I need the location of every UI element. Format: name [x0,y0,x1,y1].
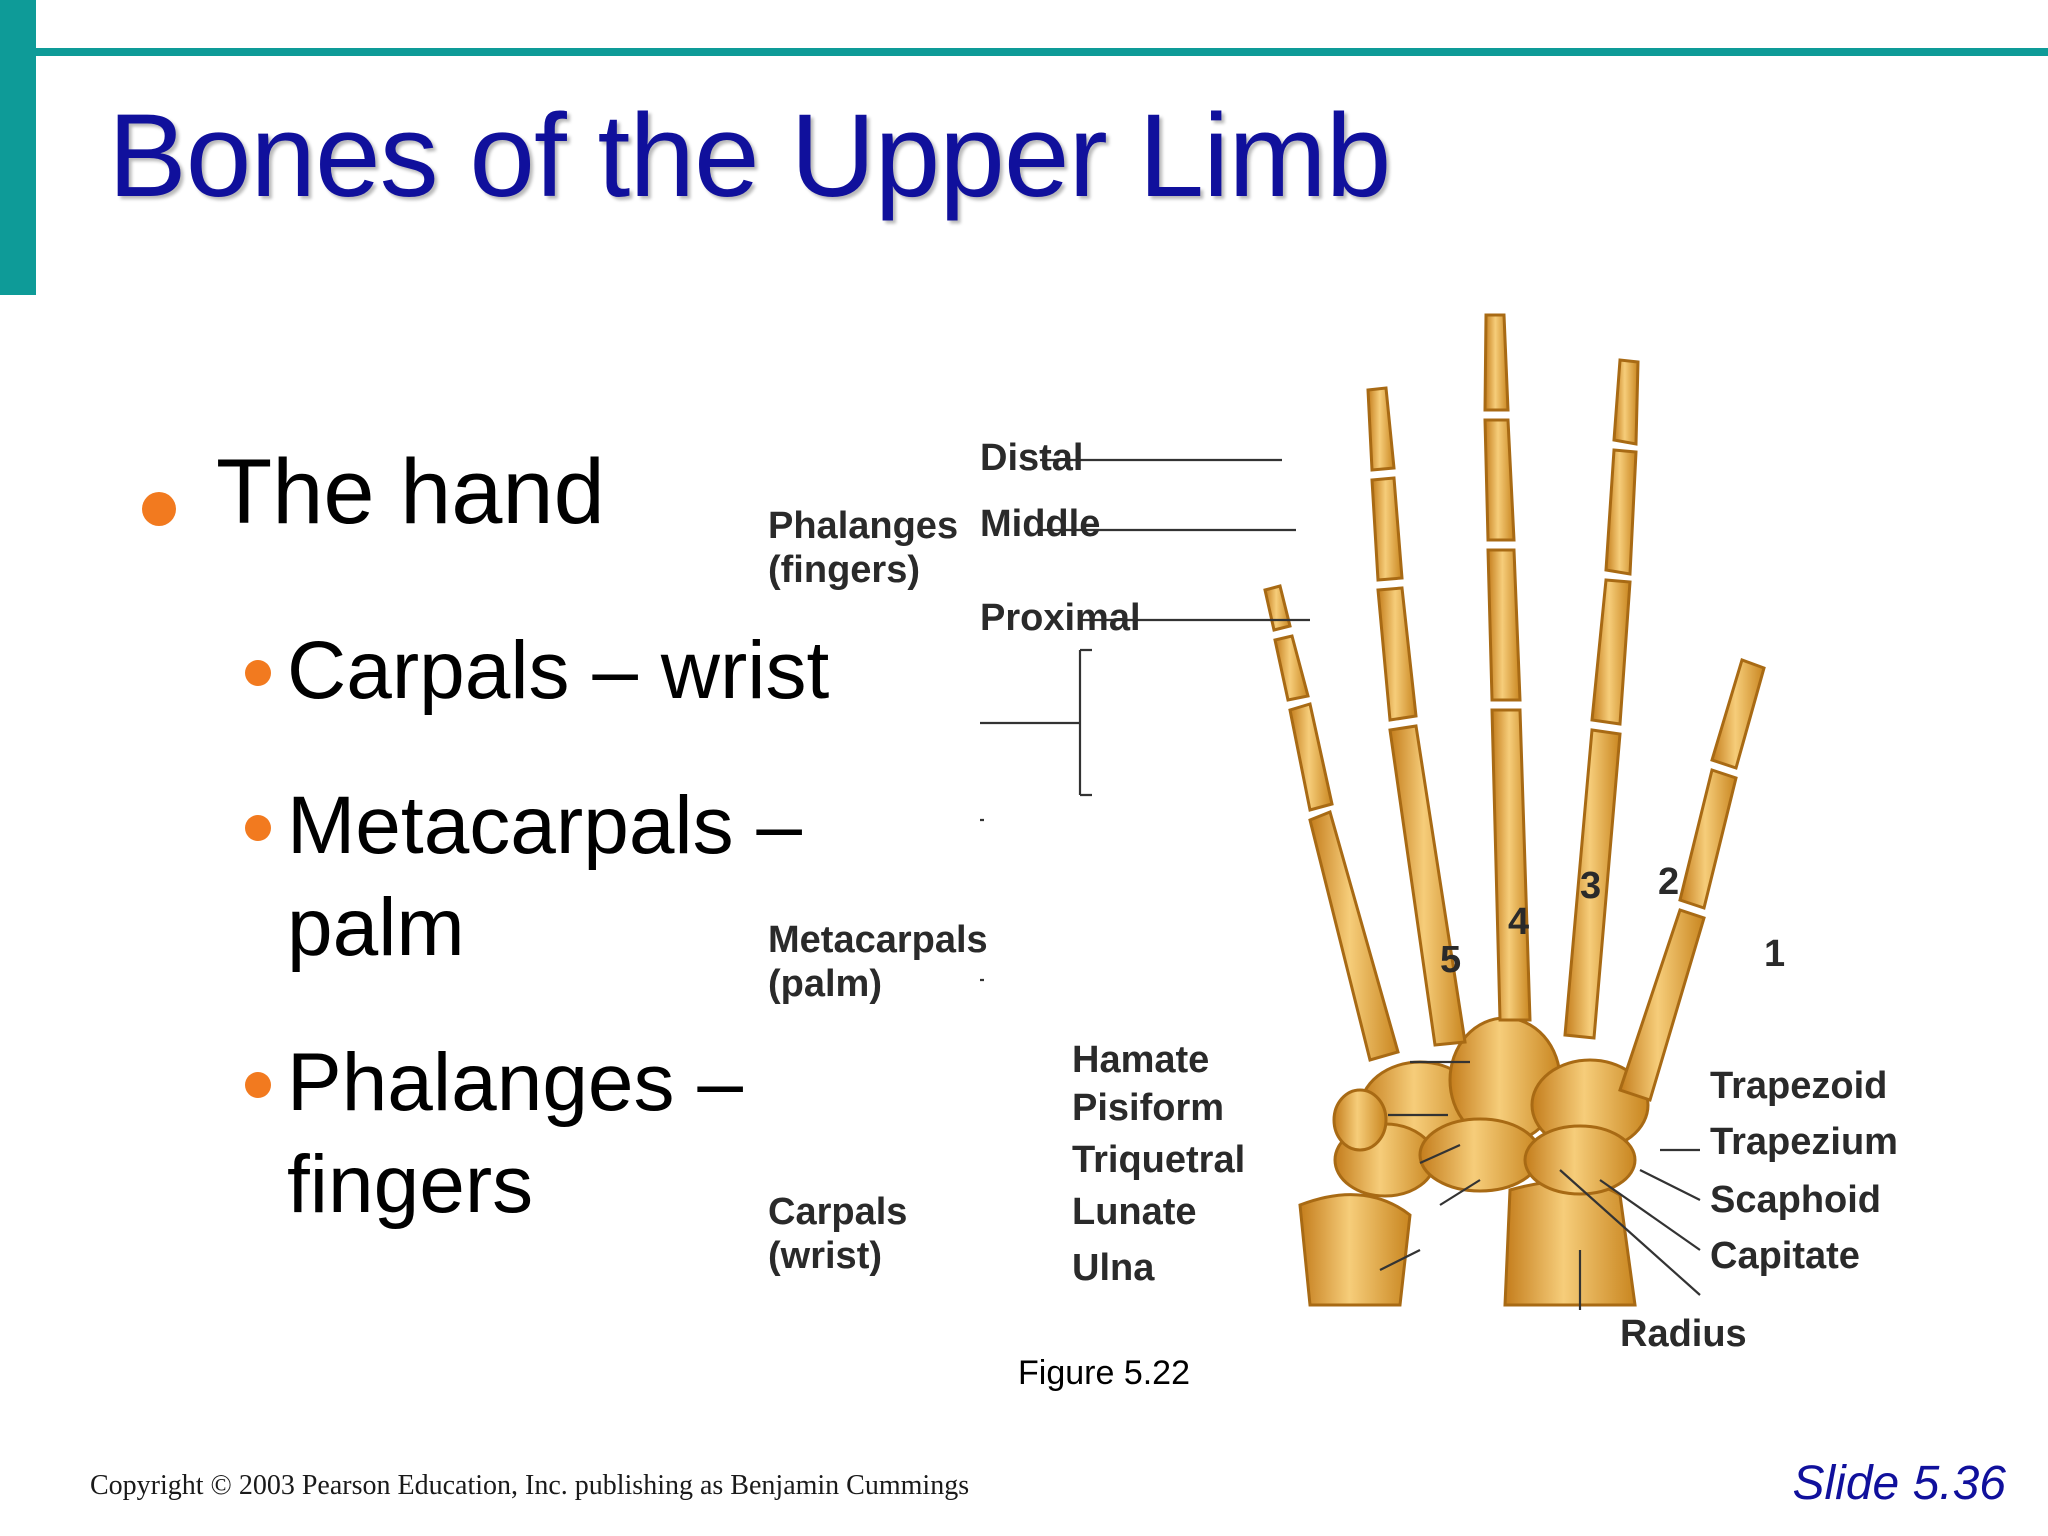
bullet-main-text: The hand [216,441,605,543]
copyright-text: Copyright © 2003 Pearson Education, Inc.… [90,1470,970,1501]
label-phalanges: Phalanges [768,505,959,547]
accent-bar [0,0,36,295]
bullet-phalanges-line1: Phalanges – [287,1037,743,1128]
label-pisiform: Pisiform [1072,1087,1225,1129]
bullet-metacarpals-text: Metacarpals – palm [287,775,802,979]
digit-number-1: 1 [1764,933,1786,975]
bullet-phalanges-line2: fingers [287,1139,534,1230]
label-triquetral: Triquetral [1072,1139,1246,1181]
accent-line [36,48,2048,56]
hand-skeleton-figure: Phalanges (fingers) Metacarpals (palm) C… [768,290,1980,1370]
bullet-metacarpals-line2: palm [287,882,465,973]
slide-title: Bones of the Upper Limb [108,90,1391,222]
label-carpals-sub: (wrist) [768,1235,882,1277]
label-trapezoid: Trapezoid [1710,1065,1888,1107]
label-metacarpals: Metacarpals [768,919,988,961]
label-ulna: Ulna [1072,1247,1155,1289]
label-capitate: Capitate [1710,1235,1860,1277]
bullet-dot [142,492,176,526]
label-radius: Radius [1620,1313,1747,1355]
bullet-dot [245,660,271,686]
label-metacarpals-group: Metacarpals (palm) [768,918,988,1006]
slide-number: Slide 5.36 [1792,1457,2007,1510]
label-phalanges-sub: (fingers) [768,549,920,591]
digit-number-5: 5 [1440,939,1462,981]
label-hamate: Hamate [1072,1039,1210,1081]
label-distal: Distal [980,437,1084,479]
label-carpals-group: Carpals (wrist) [768,1190,907,1278]
bullet-dot [245,1072,271,1098]
digit-number-4: 4 [1508,901,1530,943]
label-proximal: Proximal [980,597,1141,639]
bullet-dot [245,815,271,841]
label-metacarpals-sub: (palm) [768,963,882,1005]
label-middle: Middle [980,503,1101,545]
hand-bones-illustration [900,313,1766,1310]
label-trapezium: Trapezium [1710,1121,1898,1163]
label-carpals: Carpals [768,1191,908,1233]
label-phalanges-group: Phalanges (fingers) [768,504,958,592]
figure-caption: Figure 5.22 [1018,1354,1190,1392]
bullet-carpals-text: Carpals – wrist [287,625,830,716]
digit-number-3: 3 [1580,865,1602,907]
digit-number-2: 2 [1658,861,1680,903]
label-scaphoid: Scaphoid [1710,1179,1882,1221]
bullet-metacarpals-line1: Metacarpals – [287,780,803,871]
label-lunate: Lunate [1072,1191,1197,1233]
bullet-phalanges-text: Phalanges – fingers [287,1032,743,1236]
